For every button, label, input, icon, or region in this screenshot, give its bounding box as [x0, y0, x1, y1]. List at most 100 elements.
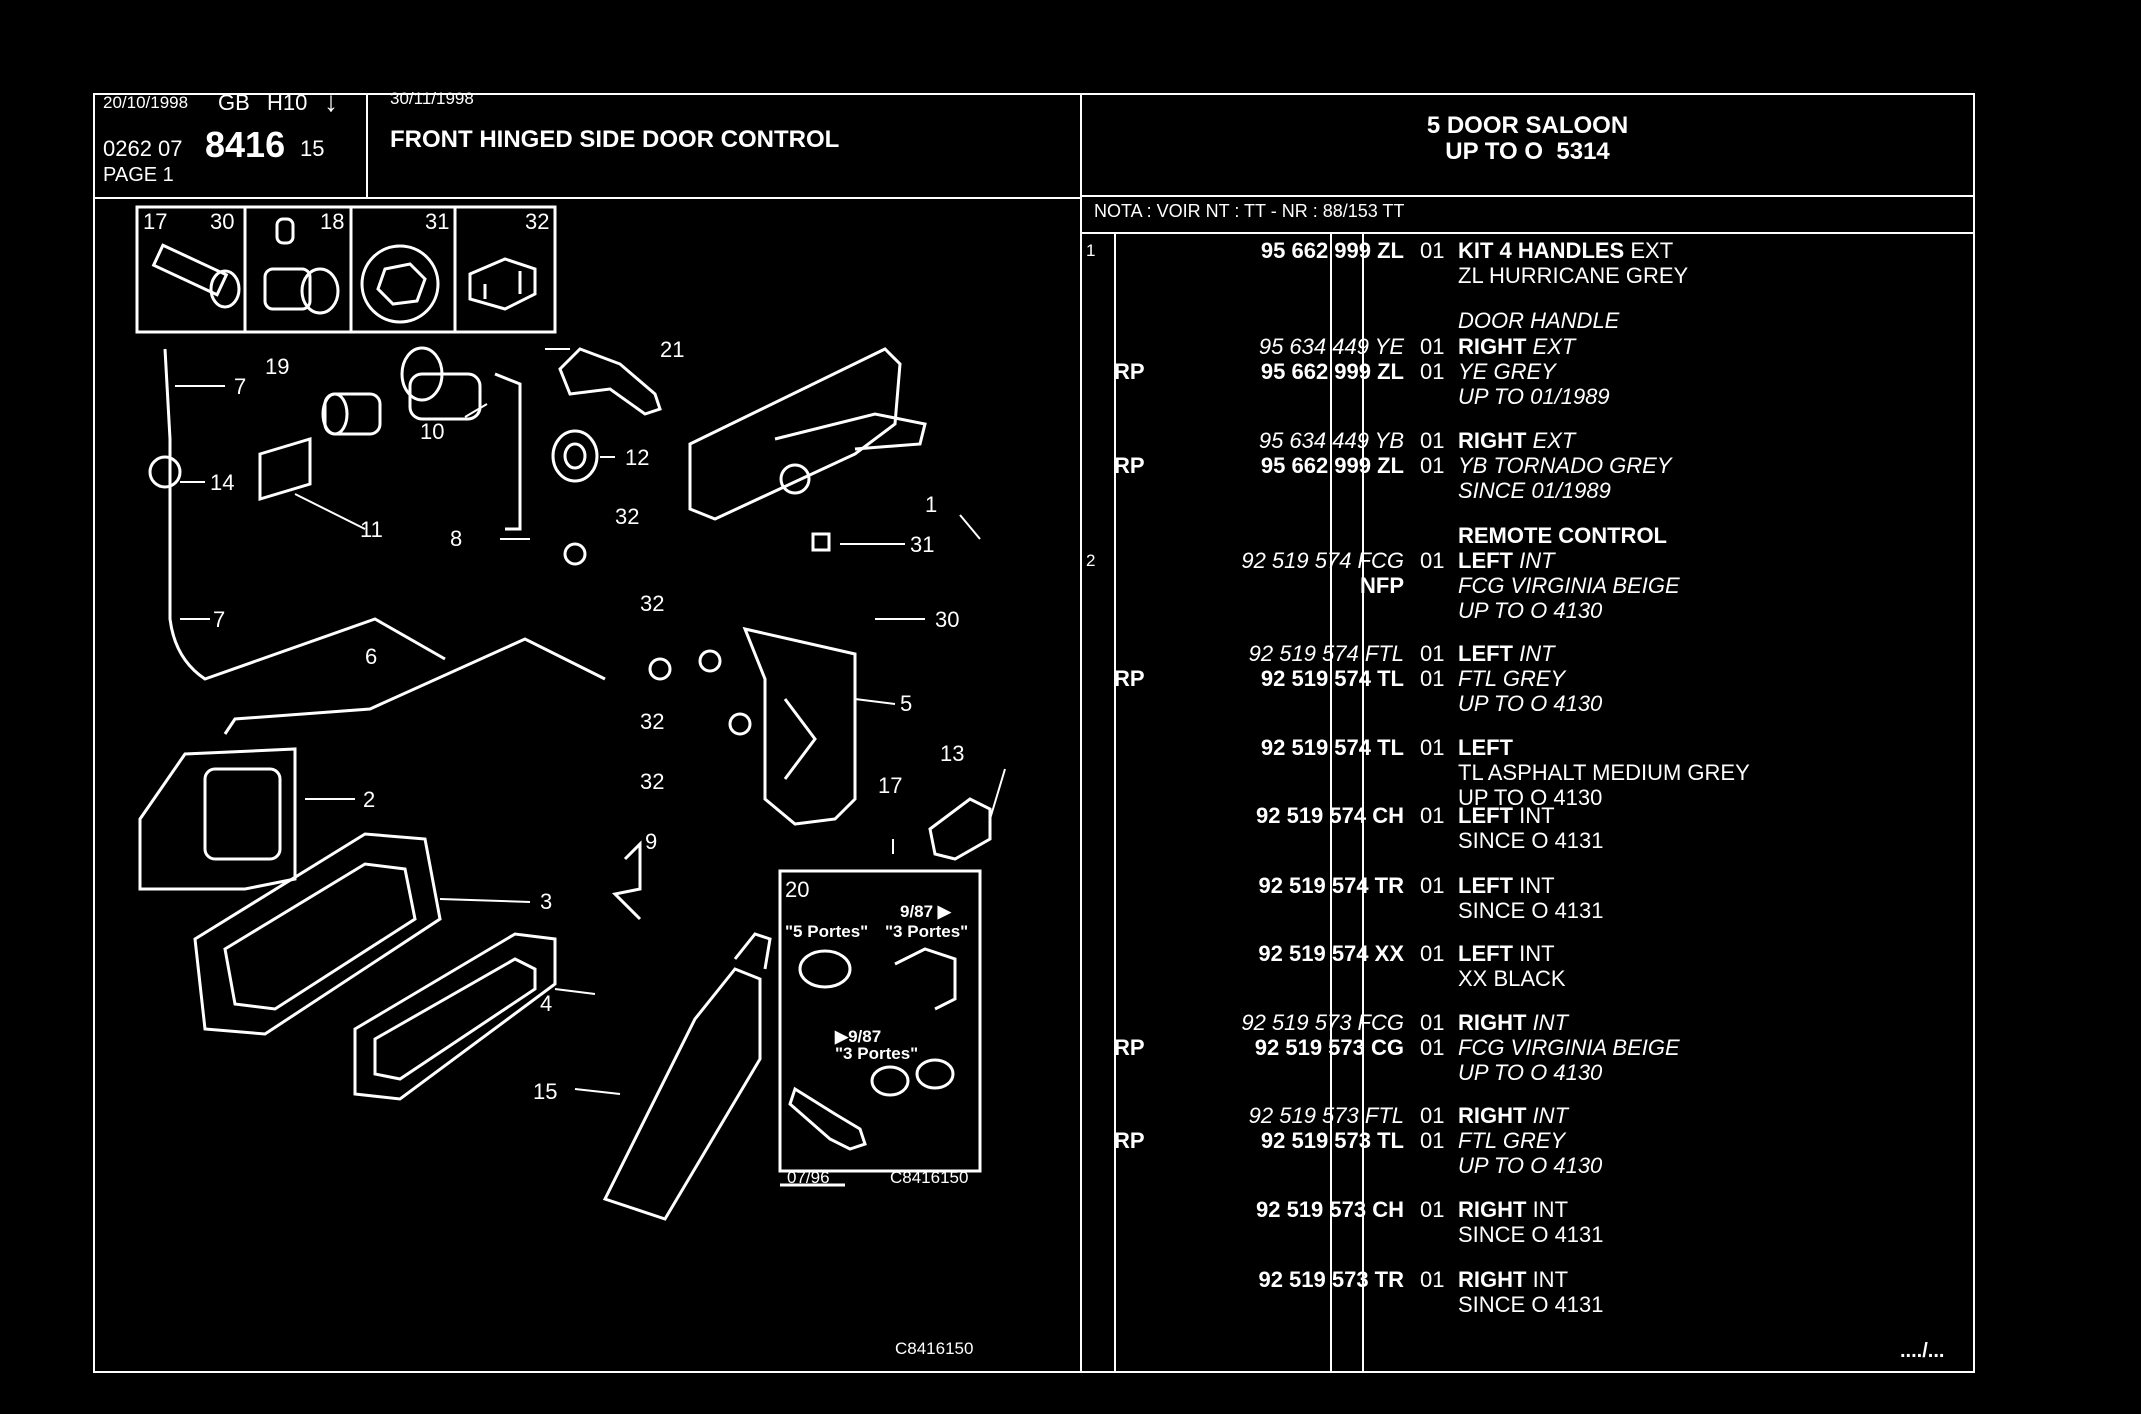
replacement-marker: RP — [1114, 359, 1145, 384]
box20-part-e — [915, 1058, 955, 1090]
box20-label-3: "3 Portes" — [885, 922, 968, 941]
page-frame — [93, 93, 1975, 1373]
callout-2: 2 — [363, 787, 375, 812]
grip-15 — [602, 932, 772, 1221]
description: RIGHT INT — [1458, 1010, 1569, 1035]
description-line-2: ZL HURRICANE GREY — [1458, 263, 1689, 288]
col-rule-desc — [1362, 232, 1364, 1373]
callout-12: 12 — [625, 445, 649, 470]
description: RIGHT INT — [1458, 1103, 1569, 1128]
quantity: 01 — [1420, 1197, 1445, 1222]
quantity: 01 — [1420, 1267, 1445, 1292]
rod-8 — [494, 372, 522, 531]
box20-part-c — [788, 1086, 867, 1151]
continued-marker: ..../... — [1900, 1340, 1945, 1362]
description-line-2: SINCE O 4131 — [1458, 898, 1604, 923]
part-number: 95 662 999 ZL — [1260, 238, 1404, 263]
part-number: 92 519 574 CH — [1256, 803, 1404, 828]
callout-8: 8 — [450, 526, 462, 551]
part-number: 92 519 573 CH — [1256, 1197, 1404, 1222]
quantity: 01 — [1420, 941, 1445, 966]
callout-11: 11 — [360, 517, 383, 542]
description: LEFT — [1458, 735, 1513, 760]
box20-date: 07/96 — [787, 1168, 830, 1187]
washer-12 — [551, 429, 599, 483]
quantity: 01 — [1420, 359, 1445, 384]
rod-6 — [223, 637, 606, 735]
callout-31: 31 — [910, 532, 934, 557]
inset-box — [135, 205, 557, 334]
box20-label-3b: "3 Portes" — [835, 1044, 918, 1063]
screw-icon — [151, 243, 241, 309]
header-rule-right — [1080, 195, 1975, 197]
callout-4: 4 — [540, 991, 552, 1016]
description: DOOR HANDLE — [1458, 308, 1620, 333]
page-number: PAGE 1 — [103, 164, 174, 186]
part-number: 92 519 574 TL — [1260, 666, 1404, 691]
table-top-rule — [1080, 232, 1975, 234]
description: RIGHT EXT — [1458, 428, 1576, 453]
code-main: 8416 — [205, 124, 286, 165]
quantity: 01 — [1420, 1035, 1445, 1060]
part-number: 92 519 573 FTL — [1248, 1103, 1404, 1128]
rod-7 — [163, 348, 446, 681]
part-13 — [928, 797, 992, 861]
code-prefix: 0262 07 — [103, 136, 183, 161]
clip-11 — [258, 436, 312, 502]
item-number: 2 — [1086, 551, 1096, 570]
replacement-marker: RP — [1114, 1128, 1145, 1153]
callout-32c: 32 — [640, 709, 664, 734]
bezel-3 — [193, 832, 442, 1036]
description-line-2: UP TO O 4130 — [1458, 598, 1603, 623]
callout-7b: 7 — [213, 607, 225, 632]
callout-7a: 7 — [234, 374, 246, 399]
description-line-2: TL ASPHALT MEDIUM GREY — [1458, 760, 1750, 785]
quantity: 01 — [1420, 1010, 1445, 1035]
description-line-2: XX BLACK — [1458, 966, 1566, 991]
description-line-2: SINCE O 4131 — [1458, 1292, 1604, 1317]
part-number: 92 519 573 FCG — [1241, 1010, 1404, 1035]
callout-10: 10 — [420, 419, 444, 444]
col-rule-qty — [1330, 232, 1332, 1373]
part-number: 95 662 999 ZL — [1260, 359, 1404, 384]
description: YB TORNADO GREY — [1458, 453, 1672, 478]
grommet-14 — [148, 455, 182, 489]
quantity: 01 — [1420, 238, 1445, 263]
replacement-marker: RP — [1114, 453, 1145, 478]
page-title: FRONT HINGED SIDE DOOR CONTROL — [390, 126, 840, 153]
callout-9: 9 — [645, 829, 657, 854]
inset-17: 17 — [143, 209, 167, 234]
description: YE GREY — [1458, 359, 1556, 384]
callout-19: 19 — [265, 354, 289, 379]
part-number: 95 634 449 YE — [1258, 334, 1404, 359]
box20-label-5: "5 Portes" — [785, 922, 868, 941]
replacement-marker: RP — [1114, 1035, 1145, 1060]
item-number: 1 — [1086, 241, 1096, 260]
description-line-3: UP TO O 4130 — [1458, 785, 1603, 810]
description-line-2: UP TO O 4130 — [1458, 691, 1603, 716]
nota-line: NOTA : VOIR NT : TT - NR : 88/153 TT — [1094, 201, 1405, 221]
description: RIGHT EXT — [1458, 334, 1576, 359]
header-vert — [366, 93, 368, 197]
col-rule-item — [1114, 232, 1116, 1373]
part-number: 92 519 573 CG — [1254, 1035, 1404, 1060]
quantity: 01 — [1420, 735, 1445, 760]
part-number: 92 519 574 TL — [1260, 735, 1404, 760]
clip-32a — [563, 542, 587, 566]
callout-5: 5 — [900, 691, 912, 716]
diagram-ref: C8416150 — [895, 1339, 973, 1358]
quantity: 01 — [1420, 803, 1445, 828]
latch-5 — [742, 626, 857, 826]
callout-32d: 32 — [640, 769, 664, 794]
inset-31: 31 — [425, 209, 449, 234]
callout-21: 21 — [660, 337, 684, 362]
callout-13: 13 — [940, 741, 964, 766]
description-line-2: UP TO 01/1989 — [1458, 384, 1610, 409]
replacement-marker: RP — [1114, 666, 1145, 691]
box-20 — [778, 869, 982, 1173]
header-rule — [93, 197, 1080, 199]
part-number: 92 519 574 FTL — [1248, 641, 1404, 666]
quantity: 01 — [1420, 1103, 1445, 1128]
clip-32b — [698, 649, 722, 673]
callout-14: 14 — [210, 470, 234, 495]
